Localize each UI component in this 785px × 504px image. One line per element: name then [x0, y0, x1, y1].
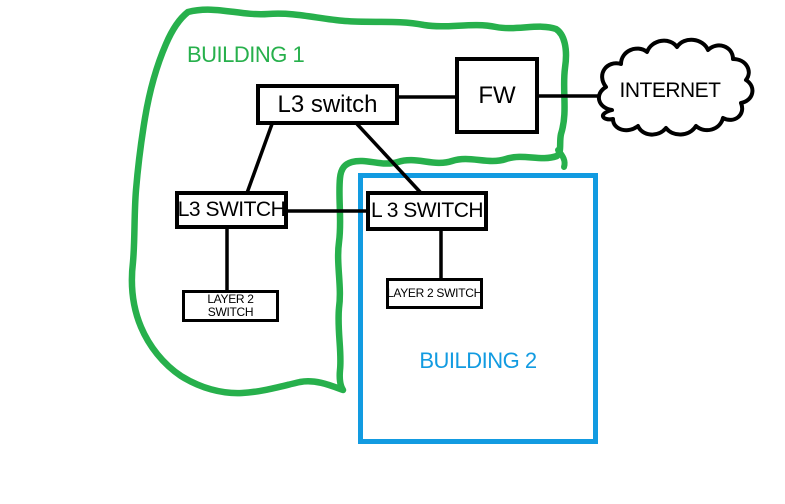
building1-boundary — [128, 6, 570, 397]
building1-boundary-tail — [555, 147, 568, 170]
node-building1-l3-switch-label: L3 SWITCH — [177, 198, 286, 221]
building2-boundary — [358, 173, 598, 444]
node-building2-l3-switch: L 3 SWITCH — [366, 191, 488, 231]
internet-cloud-shape — [596, 37, 755, 137]
node-firewall-label: FW — [478, 81, 516, 109]
node-building1-l2-switch: LAYER 2 SWITCH — [182, 290, 279, 322]
node-building2-l3-switch-label: L 3 SWITCH — [370, 199, 484, 222]
node-building1-l3-switch: L3 SWITCH — [175, 191, 288, 229]
node-building2-l2-switch: LAYER 2 SWITCH — [386, 278, 483, 309]
node-building2-l2-switch-label: LAYER 2 SWITCH — [387, 286, 482, 300]
edge-core-to-building1-l3 — [245, 123, 274, 194]
building1-label: BUILDING 1 — [187, 42, 305, 67]
edge-core-to-building2-l3 — [355, 122, 423, 195]
node-building1-l2-switch-label-line1: LAYER 2 — [207, 292, 254, 306]
node-core-l3-switch: L3 switch — [256, 84, 399, 125]
node-firewall: FW — [455, 57, 539, 134]
building2-label: BUILDING 2 — [419, 348, 537, 373]
internet-cloud-label: INTERNET — [619, 79, 722, 102]
node-core-l3-switch-label: L3 switch — [277, 90, 378, 118]
node-building1-l2-switch-label-line2: SWITCH — [207, 305, 254, 319]
